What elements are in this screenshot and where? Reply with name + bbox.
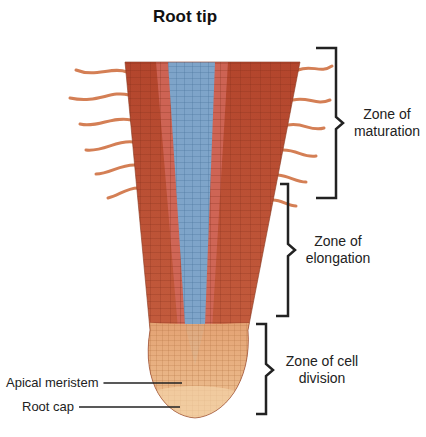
root-outline [125, 62, 300, 418]
zone-label: Zone of cell division [280, 353, 364, 387]
diagram-title: Root tip [153, 7, 217, 27]
maturation-bracket [316, 48, 343, 198]
zone-label: Zone of maturation [352, 106, 422, 140]
part-label: Apical meristem [6, 375, 98, 391]
elongation-bracket [276, 184, 295, 316]
division-bracket [256, 324, 273, 414]
root-body [100, 60, 320, 430]
zone-label: Zone of elongation [299, 233, 377, 267]
leader-line [79, 406, 180, 408]
part-label: Root cap [22, 399, 74, 415]
leader-line [103, 382, 182, 384]
